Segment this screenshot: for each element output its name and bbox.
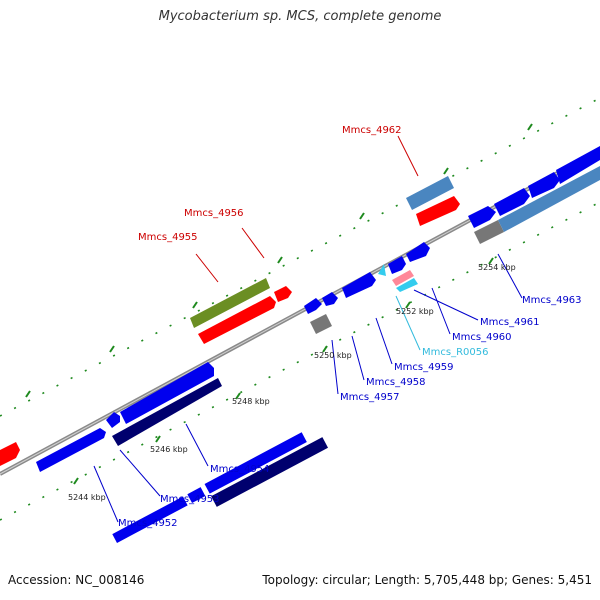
label-R0056: Mmcs_R0056 <box>422 347 488 358</box>
gene-block-4954-dark[interactable] <box>211 437 329 507</box>
label-4956: Mmcs_4956 <box>184 208 244 219</box>
gene-4962-red[interactable] <box>416 196 460 226</box>
leader-lines-red <box>195 135 419 283</box>
label-4963: Mmcs_4963 <box>522 295 582 306</box>
major-ticks <box>25 123 533 485</box>
kbp-5248: 5248 kbp <box>232 397 270 406</box>
genome-summary: Topology: circular; Length: 5,705,448 bp… <box>262 573 592 587</box>
accession-text: Accession: NC_008146 <box>8 573 145 587</box>
label-4955: Mmcs_4955 <box>138 232 198 243</box>
label-4960: Mmcs_4960 <box>452 332 512 343</box>
label-4953: Mmcs_4953 <box>160 494 220 505</box>
gene-labels: Mmcs_4952 Mmcs_4953 Mmcs_4954 Mmcs_4955 … <box>118 125 582 529</box>
gene-4958-a[interactable] <box>304 298 322 314</box>
label-4961: Mmcs_4961 <box>480 317 540 328</box>
gene-4955-olive[interactable] <box>190 278 270 328</box>
gene-4963-c[interactable] <box>528 172 560 198</box>
gene-features <box>112 432 329 543</box>
gene-4952-arrow[interactable] <box>36 428 106 472</box>
map-title: Mycobacterium sp. MCS, complete genome <box>158 9 442 24</box>
gene-4957-gray[interactable] <box>310 314 332 334</box>
kbp-5244: 5244 kbp <box>68 493 106 502</box>
label-4962: Mmcs_4962 <box>342 125 402 136</box>
gene-4963-d[interactable] <box>556 146 600 184</box>
kbp-labels: 5244 kbp 5246 kbp 5248 kbp 5250 kbp 5252… <box>68 263 516 502</box>
gene-4959[interactable] <box>342 272 376 298</box>
kbp-5254: 5254 kbp <box>478 263 516 272</box>
gene-4963-gray[interactable] <box>474 220 504 244</box>
gene-red-small[interactable] <box>274 286 292 302</box>
gene-4956-red[interactable] <box>198 296 276 344</box>
label-4958: Mmcs_4958 <box>366 377 426 388</box>
kbp-5246: 5246 kbp <box>150 445 188 454</box>
gene-block-4954[interactable] <box>204 432 307 494</box>
gene-4963-b[interactable] <box>494 188 530 216</box>
lower-left-genes <box>0 146 600 472</box>
leader-lines <box>93 253 523 523</box>
gene-4962-light[interactable] <box>406 176 454 210</box>
gene-R0056[interactable] <box>378 264 386 276</box>
gene-block-4953[interactable] <box>187 487 206 504</box>
gene-4958-b[interactable] <box>322 292 338 306</box>
kbp-5252: 5252 kbp <box>396 307 434 316</box>
gene-4954-forward[interactable] <box>120 362 214 424</box>
gene-left-red[interactable] <box>0 442 20 466</box>
label-4952: Mmcs_4952 <box>118 518 178 529</box>
kbp-5250: 5250 kbp <box>314 351 352 360</box>
gene-pink[interactable] <box>392 270 414 286</box>
gene-4961[interactable] <box>406 242 430 262</box>
gene-4960[interactable] <box>388 256 406 274</box>
label-4959: Mmcs_4959 <box>394 362 454 373</box>
gene-small-forward[interactable] <box>106 412 120 428</box>
label-4957: Mmcs_4957 <box>340 392 400 403</box>
gene-block-4952[interactable] <box>112 496 188 543</box>
outer-tick-track <box>0 97 600 521</box>
gene-4954-dark-block[interactable] <box>112 378 222 446</box>
gene-cyan[interactable] <box>396 278 418 292</box>
gene-4963-light[interactable] <box>498 166 600 232</box>
gene-4963-a[interactable] <box>468 206 496 228</box>
label-4954: Mmcs_4954 <box>210 464 270 475</box>
